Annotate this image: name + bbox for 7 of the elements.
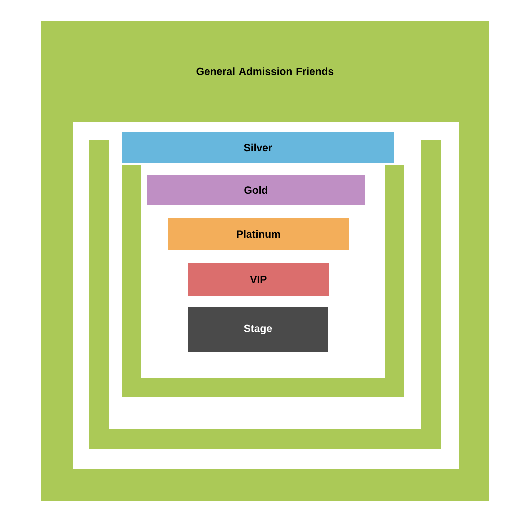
stage: Stage — [188, 307, 328, 352]
section-band — [89, 140, 441, 449]
section-band — [122, 165, 404, 397]
seating-section: Platinum — [168, 218, 350, 250]
seating-section: Silver — [122, 132, 394, 164]
seating-section: Gold — [147, 175, 366, 206]
seating-section: VIP — [188, 263, 330, 296]
